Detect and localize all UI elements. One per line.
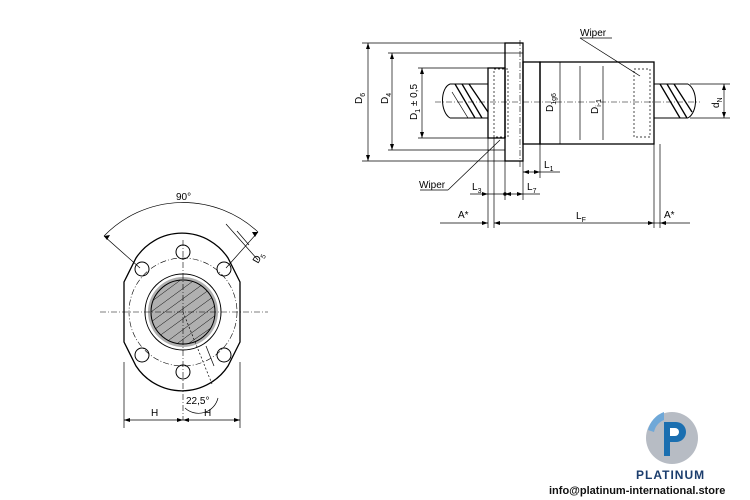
h-left-label: H xyxy=(151,408,158,419)
l1-label: L1 xyxy=(544,160,554,173)
d1-label: D1 ± 0,5 xyxy=(409,83,422,120)
bolt-hole xyxy=(216,261,232,277)
side-view: Wiper Wiper D6 D4 D1 ± 0,5 D1g6 Di-1 dN … xyxy=(354,28,730,228)
angle-90-label: 90° xyxy=(176,192,191,203)
brand-email: info@platinum-international.store xyxy=(549,485,725,497)
l7-label: L7 xyxy=(527,182,537,195)
wiper-bottom-label: Wiper xyxy=(419,180,446,191)
brand-name: PLATINUM xyxy=(636,468,705,482)
front-view: 90° D5 22,5° H H xyxy=(100,192,268,428)
screw-shaft-right xyxy=(654,83,696,119)
angle-22-label: 22,5° xyxy=(186,396,209,407)
d1g6-label: D1g6 xyxy=(545,93,558,112)
a-right-label: A* xyxy=(664,210,675,221)
screw-shaft-left xyxy=(442,83,489,119)
lf-label: LF xyxy=(576,211,586,224)
d5-label: D5 xyxy=(251,250,268,266)
a-left-label: A* xyxy=(458,210,469,221)
nut-body-left xyxy=(487,67,506,139)
d4-label: D4 xyxy=(380,93,393,104)
bolt-hole xyxy=(216,347,232,363)
h-right-label: H xyxy=(204,408,211,419)
l3-label: L3 xyxy=(472,182,482,195)
nut-collar xyxy=(522,61,541,145)
nut-body xyxy=(539,61,655,145)
bolt-hole xyxy=(134,261,150,277)
dn-label: dN xyxy=(711,97,724,108)
d6-label: D6 xyxy=(354,93,367,104)
bolt-hole xyxy=(134,347,150,363)
flange-outline xyxy=(123,232,241,392)
wiper-top-label: Wiper xyxy=(580,28,607,39)
di1-label: Di-1 xyxy=(590,99,603,114)
platinum-logo: PLATINUM info@platinum-international.sto… xyxy=(549,412,725,497)
